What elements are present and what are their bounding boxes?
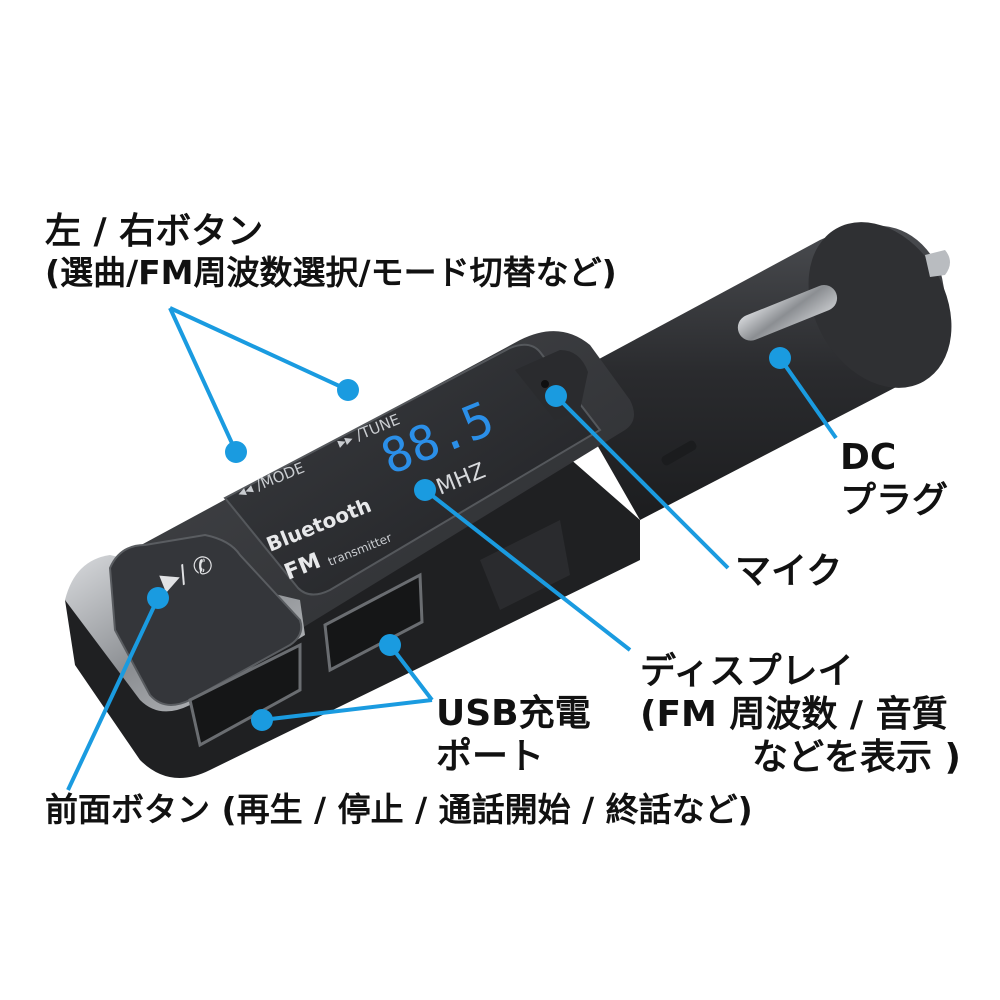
label-mic: マイク — [735, 551, 843, 592]
callout-line-display — [423, 488, 632, 652]
callout-dot-left-button — [225, 441, 247, 463]
label-display: ディスプレイ (FM 周波数 / 音質 などを表示 ) — [640, 650, 961, 780]
label-display-desc-2: などを表示 ) — [752, 737, 961, 779]
label-display-title: ディスプレイ — [640, 651, 854, 692]
callout-line-usb-2 — [388, 643, 434, 702]
label-display-desc-1: (FM 周波数 / 音質 — [640, 694, 948, 736]
callout-dot-usb-2 — [379, 634, 401, 656]
label-dc-plug: DC プラグ — [840, 436, 948, 522]
callout-line-right-button — [169, 306, 349, 392]
callout-dot-dc-plug — [769, 347, 791, 369]
callout-line-usb-1 — [261, 698, 433, 722]
label-dc-plug-line2: プラグ — [840, 480, 949, 522]
label-usb-port-line1: USB充電 — [436, 693, 591, 734]
label-left-right-buttons: 左 / 右ボタン (選曲/FM周波数選択/モード切替など) — [45, 210, 617, 293]
label-usb-port: USB充電 ポート — [436, 692, 591, 778]
label-usb-port-line2: ポート — [436, 736, 545, 778]
label-left-right-buttons-desc: (選曲/FM周波数選択/モード切替など) — [45, 253, 617, 293]
callout-line-left-button — [168, 307, 238, 453]
label-dc-plug-line1: DC — [840, 437, 897, 478]
callout-dot-display — [414, 479, 436, 501]
callout-dot-front-button — [147, 587, 169, 609]
callout-line-front-button — [66, 597, 160, 791]
callout-line-mic — [554, 394, 730, 570]
callout-dot-usb-1 — [251, 709, 273, 731]
callout-dot-mic — [545, 385, 567, 407]
dc-plug — [560, 222, 952, 521]
callout-dot-right-button — [337, 379, 359, 401]
callouts — [66, 306, 838, 791]
label-front-button: 前面ボタン (再生 / 停止 / 通話開始 / 終話など) — [45, 790, 753, 829]
transmitter-body — [65, 331, 640, 778]
callout-dots — [147, 347, 791, 731]
label-left-right-buttons-title: 左 / 右ボタン — [45, 211, 264, 252]
callout-line-dc-plug — [778, 356, 838, 440]
